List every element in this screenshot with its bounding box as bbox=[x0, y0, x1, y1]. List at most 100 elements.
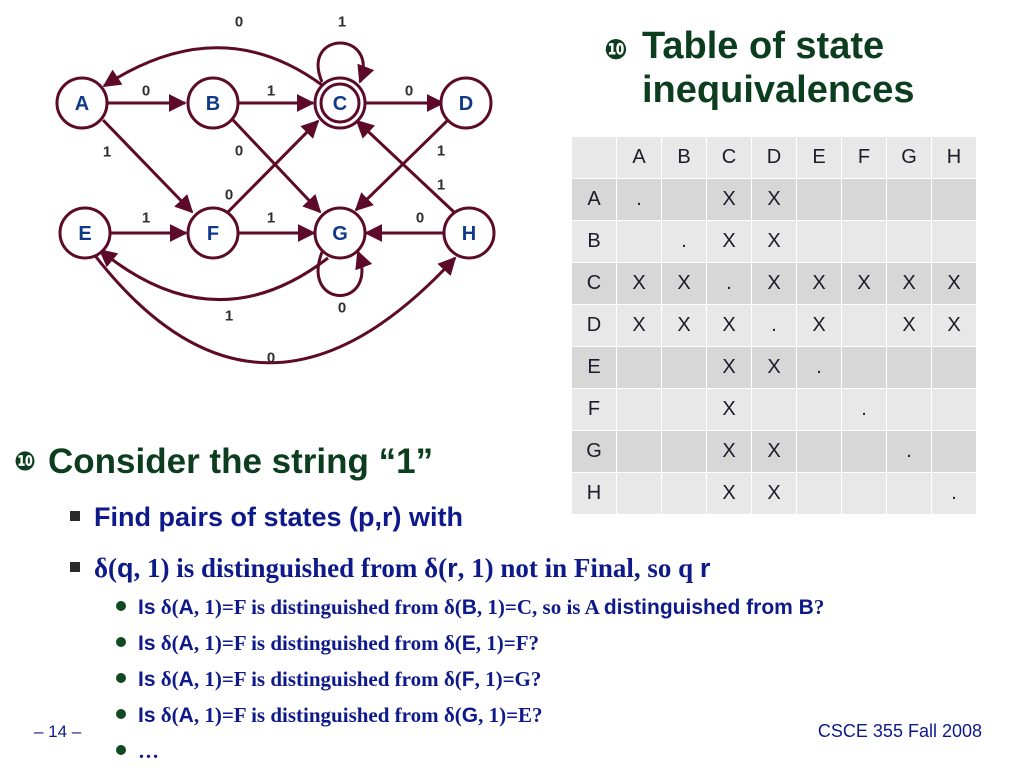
table-cell bbox=[886, 388, 932, 431]
question-state: F bbox=[461, 668, 475, 691]
state-label-c: C bbox=[333, 93, 347, 115]
question-state: G bbox=[461, 704, 479, 727]
state-label-b: B bbox=[206, 93, 220, 115]
table-row-label: H bbox=[571, 472, 617, 515]
table-cell bbox=[841, 472, 887, 515]
round-bullet-icon bbox=[116, 745, 126, 755]
edge-label-e-h: 0 bbox=[267, 350, 275, 367]
table-header-cell: B bbox=[661, 136, 707, 179]
table-cell: X bbox=[706, 178, 752, 221]
table-cell bbox=[841, 220, 887, 263]
state-node-d: D bbox=[439, 76, 493, 130]
question-part: , 1)=E? bbox=[478, 703, 543, 727]
table-cell: . bbox=[616, 178, 662, 221]
table-cell: X bbox=[796, 262, 842, 305]
state-node-f: F bbox=[186, 206, 240, 260]
table-cell: X bbox=[751, 220, 797, 263]
heading-line-1: Table of state bbox=[642, 25, 885, 67]
table-cell bbox=[661, 178, 707, 221]
table-cell: X bbox=[841, 262, 887, 305]
state-label-d: D bbox=[459, 93, 473, 115]
table-cell bbox=[841, 430, 887, 473]
table-cell bbox=[616, 388, 662, 431]
table-cell bbox=[616, 220, 662, 263]
table-header-cell: D bbox=[751, 136, 797, 179]
question-is: Is bbox=[138, 596, 156, 619]
table-cell bbox=[886, 472, 932, 515]
table-cell bbox=[616, 472, 662, 515]
question-part: δ( bbox=[155, 631, 179, 655]
edge-label-c-loop: 1 bbox=[338, 14, 346, 31]
table-header-cell: H bbox=[931, 136, 977, 179]
state-node-a: A bbox=[55, 76, 109, 130]
question-part: , 1)=F is distinguished from δ( bbox=[193, 667, 462, 691]
sub-bullet-2-part: δ( bbox=[94, 553, 118, 583]
question-part: , 1)=F is distinguished from δ( bbox=[193, 595, 462, 619]
table-cell: . bbox=[796, 346, 842, 389]
course-footer: CSCE 355 Fall 2008 bbox=[817, 721, 982, 741]
edge-label-b-c: 1 bbox=[267, 83, 275, 100]
table-cell bbox=[931, 430, 977, 473]
table-header-cell: C bbox=[706, 136, 752, 179]
table-cell: X bbox=[706, 220, 752, 263]
question-is: Is bbox=[138, 704, 156, 727]
table-cell bbox=[841, 178, 887, 221]
round-bullet-icon bbox=[116, 601, 126, 611]
state-label-g: G bbox=[332, 223, 348, 245]
table-row-label: G bbox=[571, 430, 617, 473]
table-cell: X bbox=[706, 430, 752, 473]
question-part: , 1)=C, so is A bbox=[476, 595, 604, 619]
table-cell bbox=[796, 178, 842, 221]
ellipsis-text: … bbox=[138, 739, 159, 763]
table-cell bbox=[661, 346, 707, 389]
question-item: Is δ(A, 1)=F is distinguished from δ(B, … bbox=[116, 595, 824, 620]
question-state: A bbox=[178, 596, 194, 619]
question-item: Is δ(A, 1)=F is distinguished from δ(G, … bbox=[116, 703, 543, 728]
question-part: , 1)=G? bbox=[474, 667, 542, 691]
sub-bullet-2-var-r: r bbox=[447, 553, 458, 583]
table-cell: X bbox=[886, 262, 932, 305]
edge-label-a-f: 1 bbox=[103, 144, 111, 161]
table-cell: X bbox=[931, 262, 977, 305]
table-cell bbox=[796, 472, 842, 515]
state-node-h: H bbox=[442, 206, 496, 260]
edge-label-c-a: 0 bbox=[235, 14, 243, 31]
table-header-cell: F bbox=[841, 136, 887, 179]
sub-bullet-1-text: Find pairs of states (p,r) with bbox=[94, 502, 464, 532]
table-cell: X bbox=[886, 304, 932, 347]
table-row-label: A bbox=[571, 178, 617, 221]
table-header-cell: E bbox=[796, 136, 842, 179]
table-cell bbox=[796, 430, 842, 473]
table-cell: X bbox=[661, 304, 707, 347]
table-header-cell: G bbox=[886, 136, 932, 179]
heading-line-2: inequivalences bbox=[642, 69, 915, 111]
table-header-cell: A bbox=[616, 136, 662, 179]
table-cell: X bbox=[706, 304, 752, 347]
question-is: Is bbox=[138, 668, 156, 691]
question-part: δ( bbox=[155, 703, 179, 727]
edge-label-g-e: 1 bbox=[225, 308, 233, 325]
table-cell: . bbox=[751, 304, 797, 347]
table-cell bbox=[796, 388, 842, 431]
table-cell bbox=[796, 220, 842, 263]
question-state: B bbox=[461, 596, 477, 619]
edge-c-a bbox=[102, 46, 323, 88]
state-node-e: E bbox=[58, 206, 112, 260]
table-cell bbox=[931, 388, 977, 431]
table-cell: X bbox=[616, 262, 662, 305]
page-number: – 14 – bbox=[34, 722, 82, 741]
question-is: Is bbox=[138, 632, 156, 655]
table-cell: . bbox=[706, 262, 752, 305]
edge-b-g bbox=[231, 118, 322, 214]
table-cell: X bbox=[616, 304, 662, 347]
table-cell bbox=[931, 346, 977, 389]
sub-bullet-2: δ(q, 1) is distinguished from δ(r, 1) no… bbox=[70, 553, 710, 584]
sub-bullet-2-var-r: r bbox=[699, 553, 711, 583]
table-cell bbox=[841, 304, 887, 347]
numbered-bullet-icon: ❿ bbox=[14, 447, 37, 477]
